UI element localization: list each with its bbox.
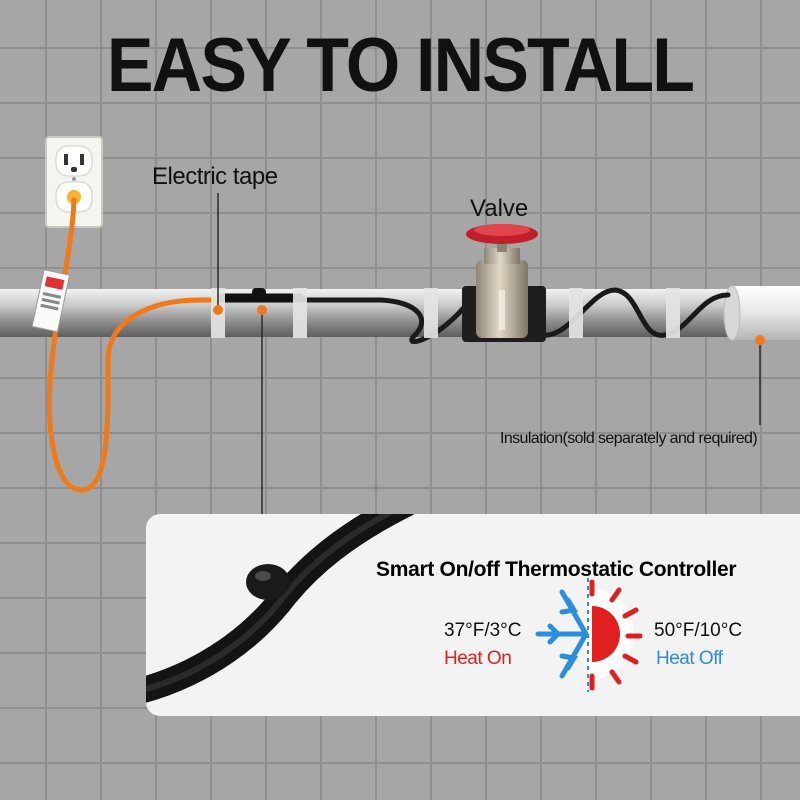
high-temperature: 50°F/10°C (654, 620, 743, 641)
controller-close-up (146, 514, 643, 703)
valve (462, 224, 546, 342)
page-title: EASY TO INSTALL (106, 23, 695, 108)
controller-card: Smart On/off Thermostatic Controller 37°… (146, 514, 800, 716)
low-temperature: 37°F/3°C (444, 620, 522, 641)
tape-band (666, 288, 680, 338)
cord-label-tag (31, 269, 71, 333)
label-valve: Valve (470, 195, 529, 222)
tape-band (293, 288, 307, 338)
heat-off-label: Heat Off (656, 648, 723, 669)
tape-band (569, 288, 583, 338)
heat-on-label: Heat On (444, 648, 512, 669)
insulation-sleeve (728, 286, 800, 340)
label-electric-tape: Electric tape (152, 163, 278, 190)
tape-band (424, 288, 438, 338)
orange-power-cord (46, 197, 239, 493)
power-outlet-icon (45, 136, 103, 228)
snowflake-sun-icon (535, 578, 643, 692)
label-insulation: Insulation(sold separately and required) (500, 430, 758, 447)
controller-title: Smart On/off Thermostatic Controller (376, 558, 737, 581)
